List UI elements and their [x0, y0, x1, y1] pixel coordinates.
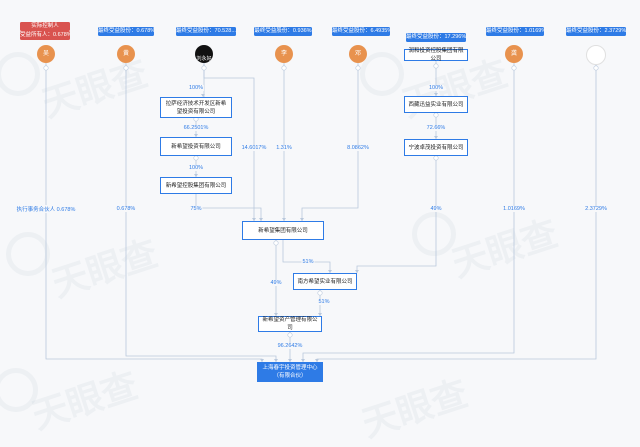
company-node[interactable]: 润和投资控股集团有限公司	[404, 48, 468, 62]
equity-structure-diagram: 天眼查 天眼查 天眼查 天眼查 天眼查 天眼查	[0, 22, 626, 412]
company-node[interactable]: 南方希望实业有限公司	[293, 273, 357, 290]
edge-label: 49%	[269, 280, 283, 286]
shareholder-avatar[interactable]: 邓	[349, 45, 367, 63]
shareholder-avatar[interactable]: 吴	[37, 45, 55, 63]
edge-label: 100%	[427, 85, 445, 91]
company-node[interactable]: 新希望控股集团有限公司	[160, 177, 232, 194]
shareholder-avatar[interactable]: 龚	[505, 45, 523, 63]
edge-label: 96.2642%	[276, 343, 304, 349]
beneficial-share-badge: 最终受益股份：70.528...	[176, 27, 236, 36]
beneficial-share-badge: 最终受益股份：17.296%	[406, 33, 466, 42]
watermark-logo-icon	[412, 212, 456, 256]
edge-label: 51%	[317, 299, 331, 305]
edge-label: 66.2501%	[182, 125, 210, 131]
beneficial-share-badge: 最终受益股份：6.4935%	[332, 27, 390, 36]
watermark-logo-icon	[0, 52, 40, 96]
shareholder-avatar-photo[interactable]	[195, 45, 213, 63]
watermark-logo-icon	[0, 368, 38, 412]
beneficial-share-badge: 最终受益股份：0.678%	[98, 27, 154, 36]
watermark-logo-icon	[360, 52, 404, 96]
company-node[interactable]: 西藏迅益实业有限公司	[404, 96, 468, 113]
edge-label: 执行事务合伙人 0.678%	[15, 205, 77, 213]
beneficial-share-badge: 最终受益股份：2.3729%	[566, 27, 626, 36]
beneficial-share-badge: 最终受益股份：1.0169%	[486, 27, 544, 36]
shareholder-avatar-photo[interactable]	[586, 45, 606, 65]
shareholder-avatar[interactable]: 李	[275, 45, 293, 63]
shareholder-name: 刘永好	[196, 56, 212, 62]
connector-lines	[43, 61, 599, 362]
edge-label: 100%	[187, 165, 205, 171]
watermark-logo-icon	[6, 232, 50, 276]
actual-controller-badge: 实际控制人	[20, 22, 70, 31]
edge-label: 100%	[187, 85, 205, 91]
company-node[interactable]: 宁波卓茂投资有限公司	[404, 139, 468, 156]
edge-label: 1.0169%	[502, 206, 526, 212]
edge-label: 72.66%	[425, 125, 447, 131]
target-company-node[interactable]: 上海春宇投资管理中心（有限合伙）	[257, 362, 323, 382]
edge-label: 2.3729%	[584, 206, 608, 212]
shareholder-avatar[interactable]: 黄	[117, 45, 135, 63]
edge-label: 75%	[189, 206, 203, 212]
beneficial-share-badge: 最终受益股份：0.936%	[254, 27, 312, 36]
edge-label: 1.31%	[275, 145, 293, 151]
company-node[interactable]: 拉萨经济技术开发区新希望投资有限公司	[160, 97, 232, 118]
edge-label: 14.6017%	[240, 145, 268, 151]
company-node[interactable]: 新希望资产管理有限公司	[258, 316, 322, 332]
edge-label: 51%	[301, 259, 315, 265]
edge-label: 49%	[429, 206, 443, 212]
company-node[interactable]: 新希望集团有限公司	[242, 221, 324, 240]
beneficiary-badge: 受益所有人：0.678%	[20, 31, 70, 40]
company-node[interactable]: 新希望投资有限公司	[160, 137, 232, 156]
edge-label: 8.0862%	[346, 145, 370, 151]
edge-label: 0.678%	[115, 206, 137, 212]
